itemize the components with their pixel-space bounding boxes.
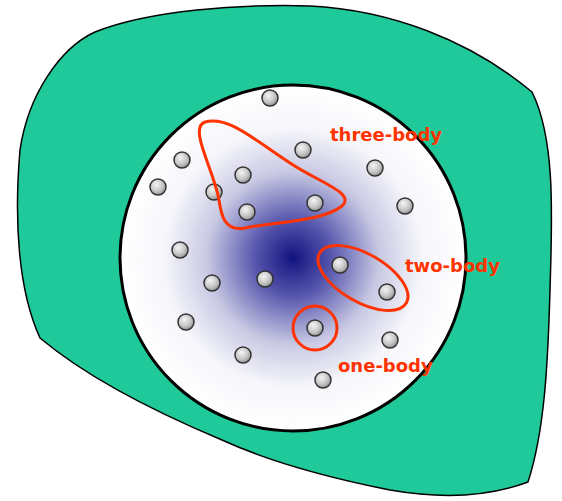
cluster-outlines <box>199 121 418 350</box>
outer-region <box>17 6 551 496</box>
cluster-label: three-body <box>330 124 442 146</box>
cluster-label: two-body <box>405 255 500 277</box>
cluster-label: one-body <box>338 355 433 377</box>
